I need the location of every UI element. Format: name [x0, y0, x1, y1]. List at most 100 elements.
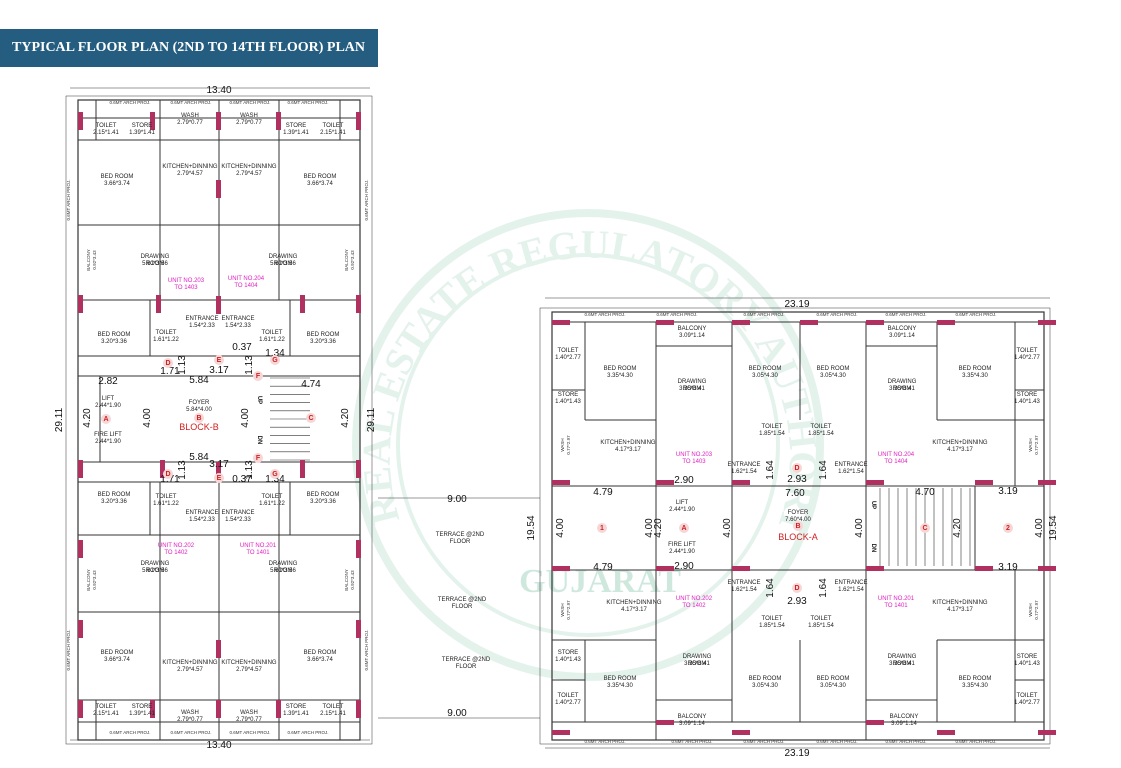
block-b-arch-proj: 0.6MT ARCH PROJ. — [230, 100, 271, 105]
block-a-bed-name: BED ROOM — [959, 366, 992, 372]
block-b-marker-c: C — [308, 415, 313, 422]
block-a-entrance-name: ENTRANCE — [727, 580, 760, 586]
block-a-lift-size: 2.44*1.90 — [669, 507, 695, 513]
block-a-entrance-size: 1.62*1.54 — [838, 587, 864, 593]
block-b-entrance-name: ENTRANCE — [185, 316, 218, 322]
block-b-arch-proj: 0.6MT ARCH PROJ. — [288, 100, 329, 105]
block-a-stair-dn: DN — [870, 544, 876, 553]
marker-circle — [163, 469, 173, 479]
block-a-toilet-mid-size: 1.85*1.54 — [808, 623, 834, 629]
block-b-bed-size: 3.66*3.74 — [307, 657, 333, 663]
watermark-inner-ring — [396, 253, 780, 637]
block-a-marker: B — [795, 523, 800, 530]
block-a-wash-size: 0.77*2.97 — [1034, 600, 1039, 620]
watermark-outer-ring — [352, 209, 824, 681]
column-mark — [78, 540, 83, 558]
block-a-dim-760: 7.60 — [785, 488, 805, 499]
block-a-toilet-mid-name: TOILET — [811, 616, 832, 622]
block-b-balcony-size: 0.92*3.43 — [92, 570, 97, 590]
block-a-arch-proj: 0.6MT ARCH PROJ. — [886, 739, 927, 744]
block-b-balcony: BALCONY — [86, 249, 91, 271]
block-b-store-name: STORE — [132, 123, 153, 129]
block-a-store-name: STORE — [1017, 392, 1038, 398]
block-b-kitchen-name: KITCHEN+DINNING — [221, 164, 277, 170]
marker-circle — [214, 473, 224, 483]
column-mark — [78, 460, 83, 478]
block-b-arch-proj-side: 0.6MT ARCH PROJ. — [66, 630, 71, 671]
block-b-store-size: 1.39*1.41 — [129, 130, 155, 136]
marker-circle — [679, 523, 689, 533]
column-mark — [300, 295, 305, 313]
block-b-balcony-size: 0.92*3.43 — [350, 250, 355, 270]
column-mark — [1038, 480, 1056, 485]
block-b-dim-037-top: 0.37 — [232, 342, 252, 353]
column-mark — [1038, 730, 1056, 735]
block-b-dim-420b: 4.20 — [340, 408, 351, 428]
block-a-wash: WASH — [1028, 438, 1033, 451]
block-a-toilet-name: TOILET — [558, 693, 579, 699]
column-mark — [356, 295, 361, 313]
block-a-wash: WASH — [560, 603, 565, 616]
block-a-bed-name: BED ROOM — [959, 676, 992, 682]
block-b-store-size: 1.39*1.41 — [283, 711, 309, 717]
block-b-wash-size: 2.79*0.77 — [177, 120, 203, 126]
block-b-bed-name: BED ROOM — [98, 332, 131, 338]
block-a-dim-290-top: 2.90 — [674, 475, 694, 486]
column-mark — [552, 320, 570, 325]
block-b-foyer-size: 5.84*4.00 — [186, 407, 212, 413]
block-a-store-size: 1.40*1.43 — [1014, 661, 1040, 667]
block-b-kitchen-size: 2.79*4.57 — [236, 667, 262, 673]
column-mark — [78, 700, 83, 718]
block-a-dim-319-top: 3.19 — [998, 486, 1018, 497]
block-b-foyer-name: FOYER — [189, 400, 210, 406]
block-b-store-size: 1.39*1.41 — [129, 711, 155, 717]
block-b-drawing-size: 5.61*3.56 — [142, 568, 168, 574]
block-a-store-name: STORE — [558, 392, 579, 398]
column-mark — [356, 620, 361, 638]
marker-circle — [1003, 523, 1013, 533]
block-b-dim-134-top: 1.34 — [265, 348, 285, 359]
block-b-bed-size: 3.20*3.36 — [101, 339, 127, 345]
block-a-foyer-name: FOYER — [788, 510, 809, 516]
block-b-toilet-small-size: 1.61*1.22 — [153, 501, 179, 507]
block-b-bed-size: 3.66*3.74 — [104, 181, 130, 187]
marker-circle — [194, 413, 204, 423]
column-mark — [356, 700, 361, 718]
block-a-label: BLOCK-A — [778, 532, 818, 542]
block-a-drawing-size: 3.35*6.41 — [889, 386, 915, 392]
block-a-dim-293-bottom: 2.93 — [787, 596, 807, 607]
block-a-bed-name: BED ROOM — [604, 366, 637, 372]
block-a-entrance-size: 1.62*1.54 — [838, 469, 864, 475]
block-a-arch-proj: 0.6MT ARCH PROJ. — [657, 312, 698, 317]
block-b-bed-size: 3.20*3.36 — [310, 339, 336, 345]
block-a-kitchen-size: 4.17*3.17 — [621, 607, 647, 613]
block-a-store-size: 1.40*1.43 — [555, 657, 581, 663]
block-a-dim-bottom: 23.19 — [784, 748, 809, 759]
watermark-gujarat: GUJARAT — [519, 563, 681, 600]
block-b-toilet-small-size: 1.61*1.22 — [259, 501, 285, 507]
block-b-kitchen-name: KITCHEN+DINNING — [221, 660, 277, 666]
block-b-toilet-name: TOILET — [323, 123, 344, 129]
block-b-entrance-name: ENTRANCE — [221, 316, 254, 322]
block-b-kitchen-name: KITCHEN+DINNING — [162, 660, 218, 666]
block-a-dim-400: 4.00 — [722, 518, 733, 538]
block-a-dim-400: 4.00 — [644, 518, 655, 538]
block-a-toilet-mid-name: TOILET — [762, 616, 783, 622]
block-b-toilet-name: TOILET — [96, 123, 117, 129]
block-a-arch-proj: 0.6MT ARCH PROJ. — [585, 312, 626, 317]
column-mark — [866, 566, 884, 571]
block-b-balcony: BALCONY — [86, 569, 91, 591]
block-b-balcony: BALCONY — [344, 249, 349, 271]
block-a-drawing-size: 3.35*6.41 — [679, 386, 705, 392]
block-a-kitchen-name: KITCHEN+DINNING — [932, 440, 988, 446]
column-mark — [216, 700, 221, 718]
block-b-bed-name: BED ROOM — [98, 492, 131, 498]
block-b-entrance-name: ENTRANCE — [185, 510, 218, 516]
column-mark — [300, 460, 305, 478]
block-a-wash: WASH — [1028, 603, 1033, 616]
